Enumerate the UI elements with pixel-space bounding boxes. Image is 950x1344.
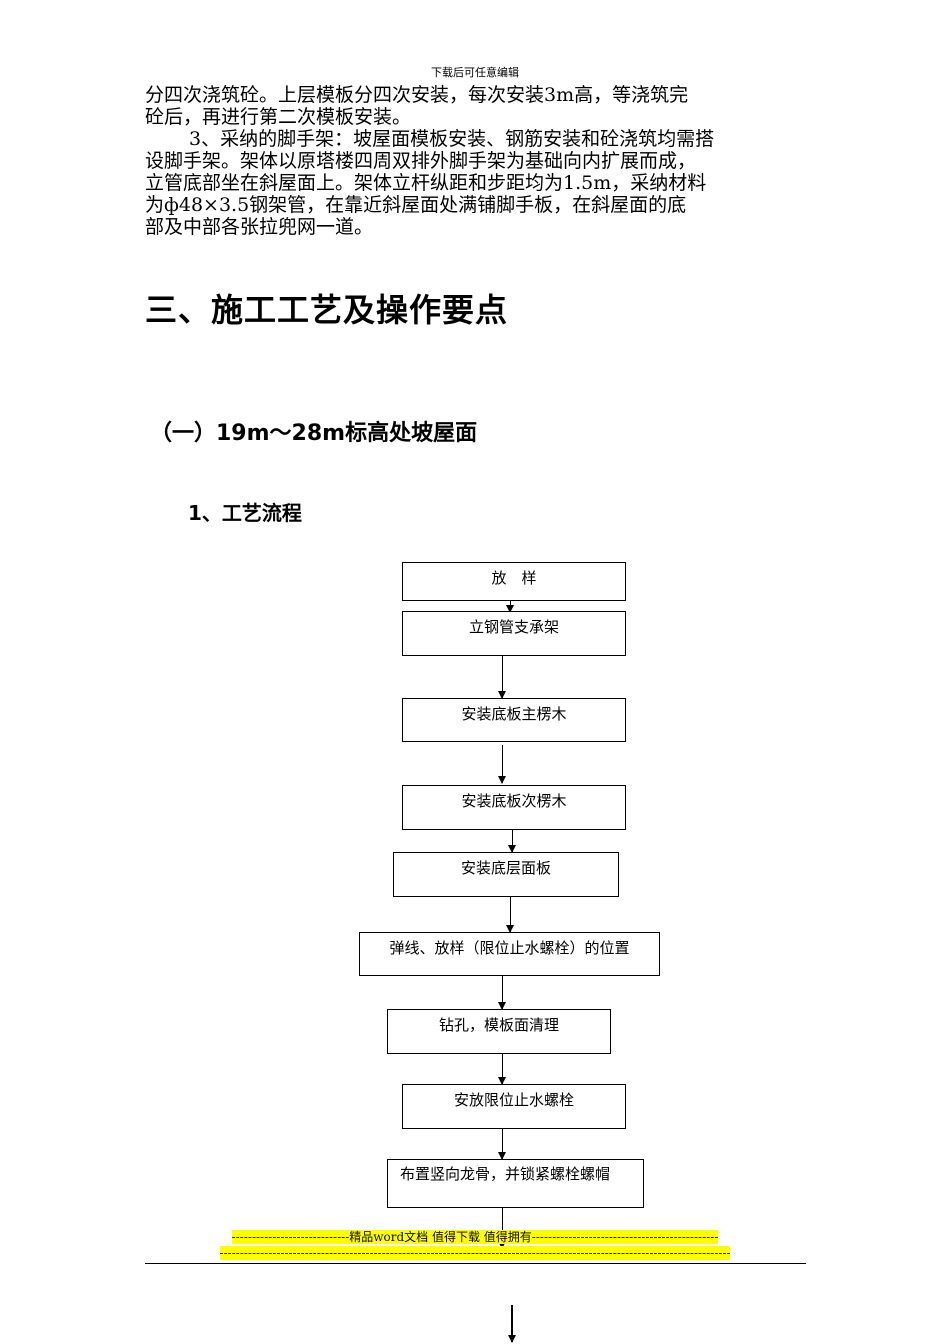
- flow-arrow: [498, 745, 506, 784]
- flow-step-drilling: 钻孔，模板面清理: [387, 1009, 611, 1054]
- flow-arrow: [506, 897, 514, 933]
- section-heading: 三、施工工艺及操作要点: [145, 291, 509, 329]
- flow-step-layout: 放 样: [402, 562, 626, 601]
- paragraph-line: 分四次浇筑砼。上层模板分四次安装，每次安装3m高，等浇筑完: [145, 84, 689, 106]
- flow-step-bottom-panel: 安装底层面板: [393, 852, 619, 897]
- paragraph-line: 3、采纳的脚手架：坡屋面模板安装、钢筋安装和砼浇筑均需搭: [189, 128, 715, 150]
- flow-arrow: [498, 976, 506, 1010]
- subsection-heading: （一）19m～28m标高处坡屋面: [150, 421, 478, 446]
- flow-step-marking: 弹线、放样（限位止水螺栓）的位置: [359, 932, 660, 976]
- flow-step-bolts: 安放限位止水螺栓: [402, 1084, 626, 1129]
- process-flow-heading: 1、工艺流程: [188, 501, 302, 525]
- flow-step-keel: 布置竖向龙骨，并锁紧螺栓螺帽: [387, 1159, 644, 1208]
- flow-step-secondary-joist: 安装底板次楞木: [402, 785, 626, 830]
- footer-banner: -----------------------------精品word文档 值得…: [0, 1229, 950, 1261]
- flow-arrow: [498, 1208, 506, 1249]
- flow-step-steel-support: 立钢管支承架: [402, 611, 626, 656]
- flow-arrow: [508, 830, 516, 853]
- page-divider: [145, 1263, 806, 1264]
- paragraph-line: 设脚手架。架体以原塔楼四周双排外脚手架为基础向内扩展而成，: [145, 150, 697, 172]
- flow-arrow-continuation: [508, 1305, 516, 1343]
- flow-arrow: [498, 1129, 506, 1160]
- flow-arrow: [506, 601, 514, 613]
- paragraph-line: 部及中部各张拉兜网一道。: [145, 216, 374, 238]
- footer-line: ----------------------------------------…: [219, 1246, 731, 1260]
- flow-step-main-joist: 安装底板主楞木: [402, 698, 626, 742]
- footer-line: -----------------------------精品word文档 值得…: [231, 1230, 719, 1244]
- paragraph-line: 为ф48×3.5钢架管，在靠近斜屋面处满铺脚手板，在斜屋面的底: [145, 194, 687, 216]
- header-note: 下载后可任意编辑: [431, 66, 519, 79]
- paragraph-line: 立管底部坐在斜屋面上。架体立杆纵距和步距均为1.5m，采纳材料: [145, 172, 707, 194]
- flow-arrow: [498, 656, 506, 699]
- flow-arrow: [498, 1054, 506, 1085]
- paragraph-line: 砼后，再进行第二次模板安装。: [145, 106, 412, 128]
- body-text: 分四次浇筑砼。上层模板分四次安装，每次安装3m高，等浇筑完 砼后，再进行第二次模…: [145, 84, 810, 238]
